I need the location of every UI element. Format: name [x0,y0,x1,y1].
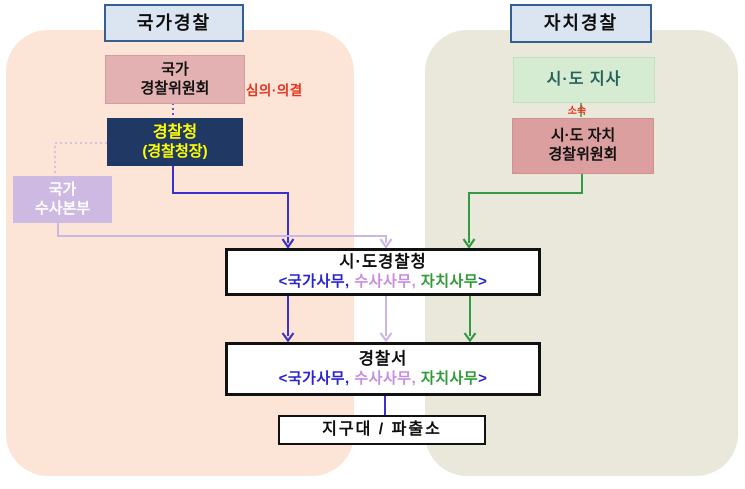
municipal-police-commission-box: 시·도 자치 경찰위원회 [512,118,654,174]
national-police-commission-box: 국가 경찰위원회 [105,55,245,104]
investigation-hq-line2: 수사본부 [34,199,91,217]
duty-close-bracket: > [478,369,488,387]
duty-national: <국가사무, [278,369,350,387]
duty-municipal: 자치사무 [416,272,479,290]
governor-label: 시·도 지사 [546,71,622,88]
governor-box: 시·도 지사 [513,57,655,103]
investigation-hq-line1: 국가 [48,180,77,198]
national-commission-line1: 국가 [161,60,189,78]
municipal-police-header-label: 자치경찰 [543,13,619,34]
police-station-box: 경찰서 <국가사무, 수사사무, 자치사무> [225,342,541,396]
municipal-commission-line1: 시·도 자치 [550,127,616,145]
national-police-agency-box: 경찰청 (경찰청장) [107,118,243,166]
agency-title: 경찰청 [152,123,198,141]
police-station-duties: <국가사무, 수사사무, 자치사무> [279,370,488,389]
national-commission-line2: 경찰위원회 [140,79,210,97]
duty-municipal: 자치사무 [416,369,479,387]
substation-label: 지구대 / 파출소 [322,421,442,438]
police-station-title: 경찰서 [358,350,408,369]
duty-close-bracket: > [478,272,488,290]
municipal-commission-line2: 경찰위원회 [548,146,618,163]
lavender-arrow-provincial-to-station [379,294,393,343]
agency-commissioner-label: (경찰청장) [142,142,208,160]
duty-investigation: 수사사무, [349,272,417,290]
municipal-police-header: 자치경찰 [510,4,652,43]
affiliation-annotation: 소속 [567,106,587,117]
provincial-police-agency-box: 시·도경찰청 <국가사무, 수사사무, 자치사무> [225,248,541,296]
duty-investigation: 수사사무, [349,369,417,387]
substation-box: 지구대 / 파출소 [278,415,486,445]
provincial-agency-title: 시·도경찰청 [339,253,427,272]
national-investigation-hq-box: 국가 수사본부 [13,176,112,223]
deliberation-annotation: 심의·의결 [246,83,303,98]
provincial-agency-duties: <국가사무, 수사사무, 자치사무> [279,273,488,292]
national-police-header: 국가경찰 [104,4,244,42]
duty-national: <국가사무, [278,272,350,290]
national-police-header-label: 국가경찰 [136,12,212,33]
